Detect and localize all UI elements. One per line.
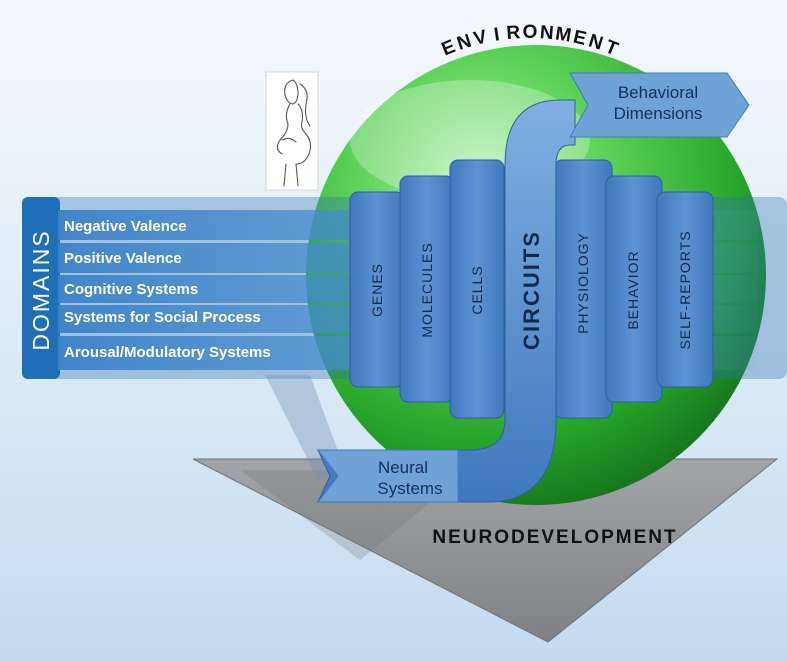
pregnant-woman-sketch-icon — [265, 71, 319, 191]
neurodevelopment-label: NEURODEVELOPMENT — [432, 527, 677, 548]
environment-letter: N — [539, 22, 554, 44]
domains-title: DOMAINS — [28, 229, 54, 350]
unit-behavior-label: BEHAVIOR — [625, 250, 641, 329]
unit-genes-label: GENES — [369, 263, 385, 317]
environment-letter: R — [506, 22, 522, 44]
environment-letter: E — [571, 27, 588, 50]
unit-physiology-label: PHYSIOLOGY — [575, 232, 591, 334]
domain-item-social-processes: Systems for Social Process — [64, 309, 261, 326]
environment-letter: M — [554, 23, 573, 46]
unit-columns — [349, 159, 714, 419]
neural-systems-line2: Systems — [377, 479, 442, 498]
behavioral-dimensions-line2: Dimensions — [614, 104, 703, 123]
domain-item-positive-valence: Positive Valence — [64, 250, 182, 267]
unit-self-reports-label: SELF-REPORTS — [677, 230, 693, 349]
unit-labels: GENES MOLECULES CELLS CIRCUITS PHYSIOLOG… — [369, 230, 693, 350]
behavioral-dimensions-arrow — [569, 72, 750, 138]
environment-letter: N — [586, 31, 605, 55]
neural-systems-tab — [316, 449, 459, 503]
environment-letter: O — [523, 22, 538, 43]
domain-item-negative-valence: Negative Valence — [64, 218, 187, 235]
unit-molecules-label: MOLECULES — [419, 242, 435, 337]
domain-item-arousal-modulatory: Arousal/Modulatory Systems — [64, 344, 271, 361]
circuits-ribbon — [317, 99, 576, 503]
neural-systems-line1: Neural — [378, 458, 428, 477]
environment-letter: T — [602, 36, 621, 60]
environment-letter: N — [455, 31, 474, 55]
domain-item-cognitive-systems: Cognitive Systems — [64, 281, 198, 298]
behavioral-dimensions-line1: Behavioral — [618, 83, 698, 102]
environment-letter: V — [472, 27, 489, 50]
domain-list: Negative Valence Positive Valence Cognit… — [64, 218, 271, 361]
unit-circuits-label: CIRCUITS — [519, 230, 544, 350]
environment-letter: I — [493, 24, 501, 46]
unit-cells-label: CELLS — [469, 265, 485, 314]
